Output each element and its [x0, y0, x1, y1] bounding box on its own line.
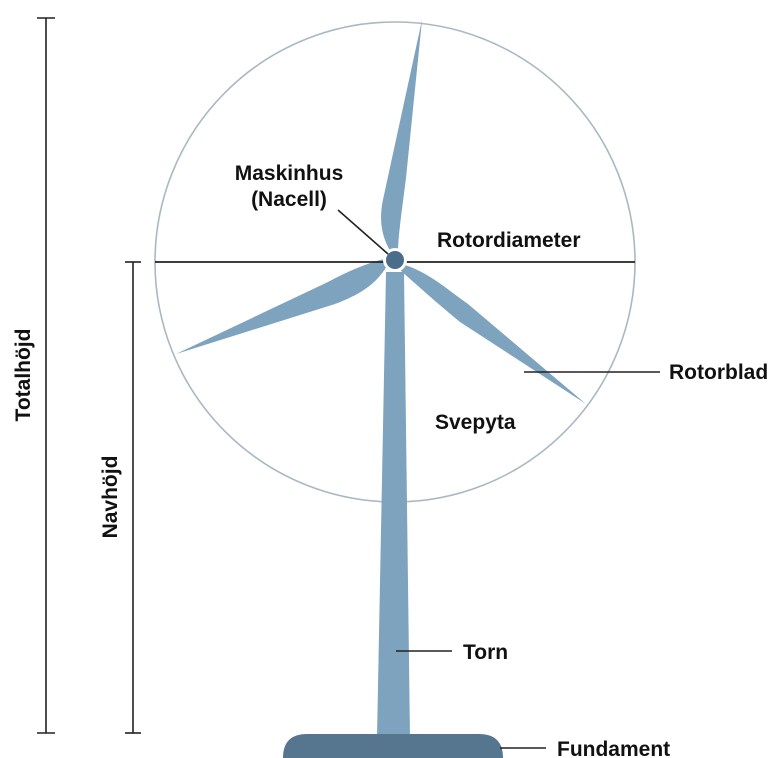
nacelle-label-line2: (Nacell) — [251, 188, 327, 211]
rotor-blade-right — [400, 264, 586, 404]
hub-height-label: Navhöjd — [99, 456, 122, 539]
swept-area-label: Svepyta — [435, 411, 516, 434]
rotor-diameter-label: Rotordiameter — [437, 229, 581, 252]
total-height-dimension — [37, 17, 55, 734]
nacelle-leader-line — [337, 209, 389, 255]
tower-label: Torn — [463, 641, 508, 664]
rotor-blade-label: Rotorblad — [669, 361, 768, 384]
foundation-label: Fundament — [557, 738, 670, 758]
hub-height-dimension — [125, 261, 141, 734]
rotor-blade-left — [176, 258, 388, 354]
nacelle-label-line1: Maskinhus — [235, 162, 344, 185]
rotor-blade-top — [381, 20, 422, 254]
rotor-blades — [176, 20, 586, 404]
foundation — [283, 734, 503, 758]
tower — [377, 272, 410, 738]
hub — [386, 251, 404, 269]
total-height-label: Totalhöjd — [12, 329, 35, 422]
